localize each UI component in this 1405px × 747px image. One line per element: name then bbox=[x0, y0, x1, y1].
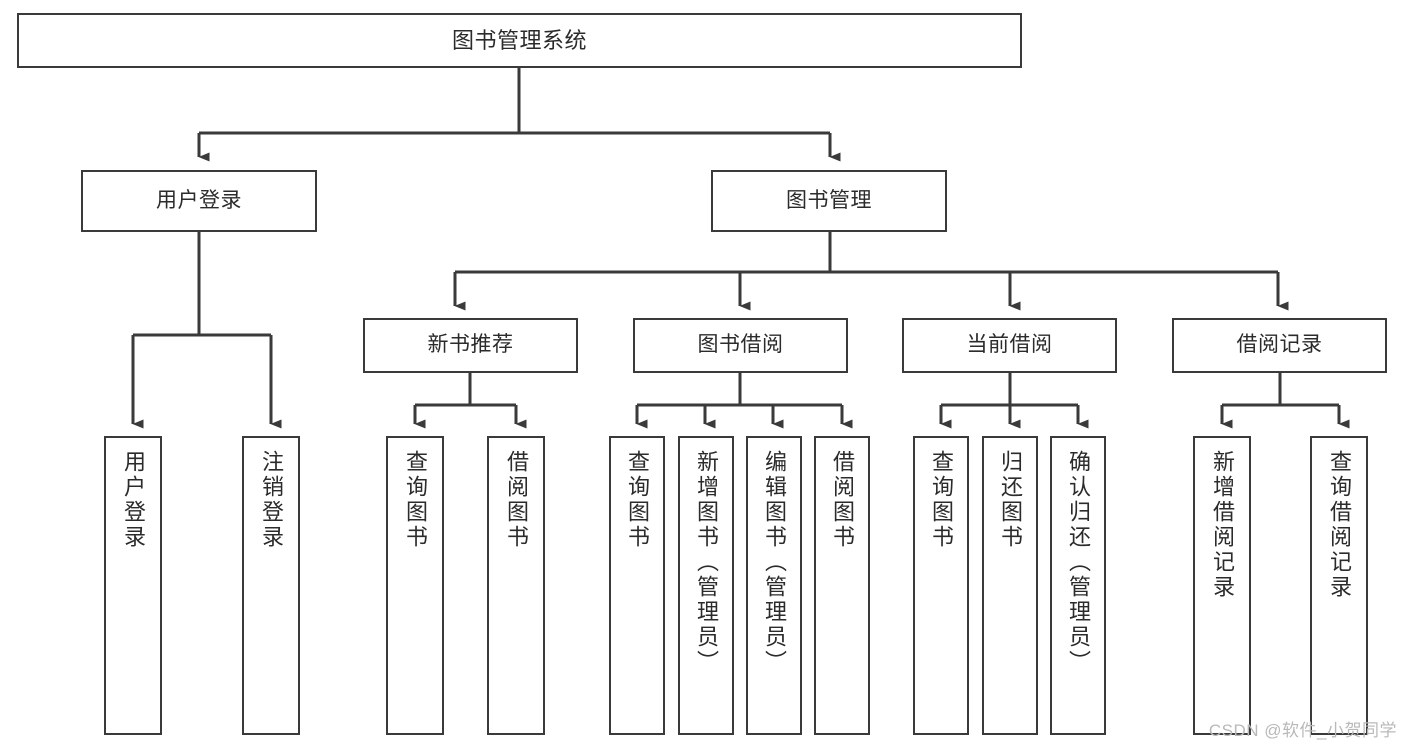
node-label: 借阅图书 bbox=[504, 450, 529, 550]
node-leaf-query-book-3[interactable]: 查询图书 bbox=[913, 436, 969, 735]
node-label: 查询图书 bbox=[403, 450, 428, 550]
node-label: 图书管理 bbox=[786, 188, 872, 212]
node-leaf-logout[interactable]: 注销登录 bbox=[242, 436, 300, 735]
node-new-book-recommend[interactable]: 新书推荐 bbox=[363, 318, 578, 373]
node-label: 图书管理系统 bbox=[451, 27, 587, 53]
csdn-watermark: CSDN @软件_小贺同学 bbox=[1208, 721, 1397, 740]
node-label: 新增图书（管理员） bbox=[694, 450, 719, 675]
node-leaf-query-record[interactable]: 查询借阅记录 bbox=[1310, 436, 1368, 735]
node-leaf-query-book-1[interactable]: 查询图书 bbox=[386, 436, 444, 735]
node-leaf-user-login[interactable]: 用户登录 bbox=[104, 436, 162, 735]
node-label: 借阅图书 bbox=[830, 450, 855, 550]
node-current-borrow[interactable]: 当前借阅 bbox=[902, 318, 1117, 373]
node-label: 图书借阅 bbox=[697, 333, 784, 357]
node-label: 当前借阅 bbox=[966, 333, 1053, 357]
node-leaf-borrow-book-1[interactable]: 借阅图书 bbox=[487, 436, 545, 735]
node-book-manage[interactable]: 图书管理 bbox=[711, 170, 947, 232]
node-label: 查询借阅记录 bbox=[1327, 450, 1352, 600]
node-borrow-record[interactable]: 借阅记录 bbox=[1172, 318, 1387, 373]
node-leaf-return-book[interactable]: 归还图书 bbox=[982, 436, 1038, 735]
node-label: 用户登录 bbox=[156, 188, 242, 212]
node-leaf-query-book-2[interactable]: 查询图书 bbox=[609, 436, 665, 735]
node-label: 查询图书 bbox=[929, 450, 954, 550]
node-leaf-edit-book[interactable]: 编辑图书（管理员） bbox=[746, 436, 802, 735]
node-root-system[interactable]: 图书管理系统 bbox=[17, 13, 1022, 68]
node-leaf-confirm-return[interactable]: 确认归还（管理员） bbox=[1050, 436, 1106, 735]
node-leaf-borrow-book-2[interactable]: 借阅图书 bbox=[814, 436, 870, 735]
node-label: 确认归还（管理员） bbox=[1066, 450, 1091, 675]
node-label: 注销登录 bbox=[259, 450, 284, 550]
node-label: 新增借阅记录 bbox=[1210, 450, 1235, 600]
node-label: 借阅记录 bbox=[1236, 333, 1323, 357]
node-label: 编辑图书（管理员） bbox=[762, 450, 787, 675]
node-label: 新书推荐 bbox=[427, 333, 514, 357]
node-leaf-add-record[interactable]: 新增借阅记录 bbox=[1193, 436, 1251, 735]
node-user-login[interactable]: 用户登录 bbox=[81, 170, 317, 232]
node-label: 查询图书 bbox=[625, 450, 650, 550]
node-label: 用户登录 bbox=[121, 450, 146, 550]
node-label: 归还图书 bbox=[998, 450, 1023, 550]
node-leaf-add-book[interactable]: 新增图书（管理员） bbox=[678, 436, 734, 735]
node-book-borrow[interactable]: 图书借阅 bbox=[633, 318, 848, 373]
